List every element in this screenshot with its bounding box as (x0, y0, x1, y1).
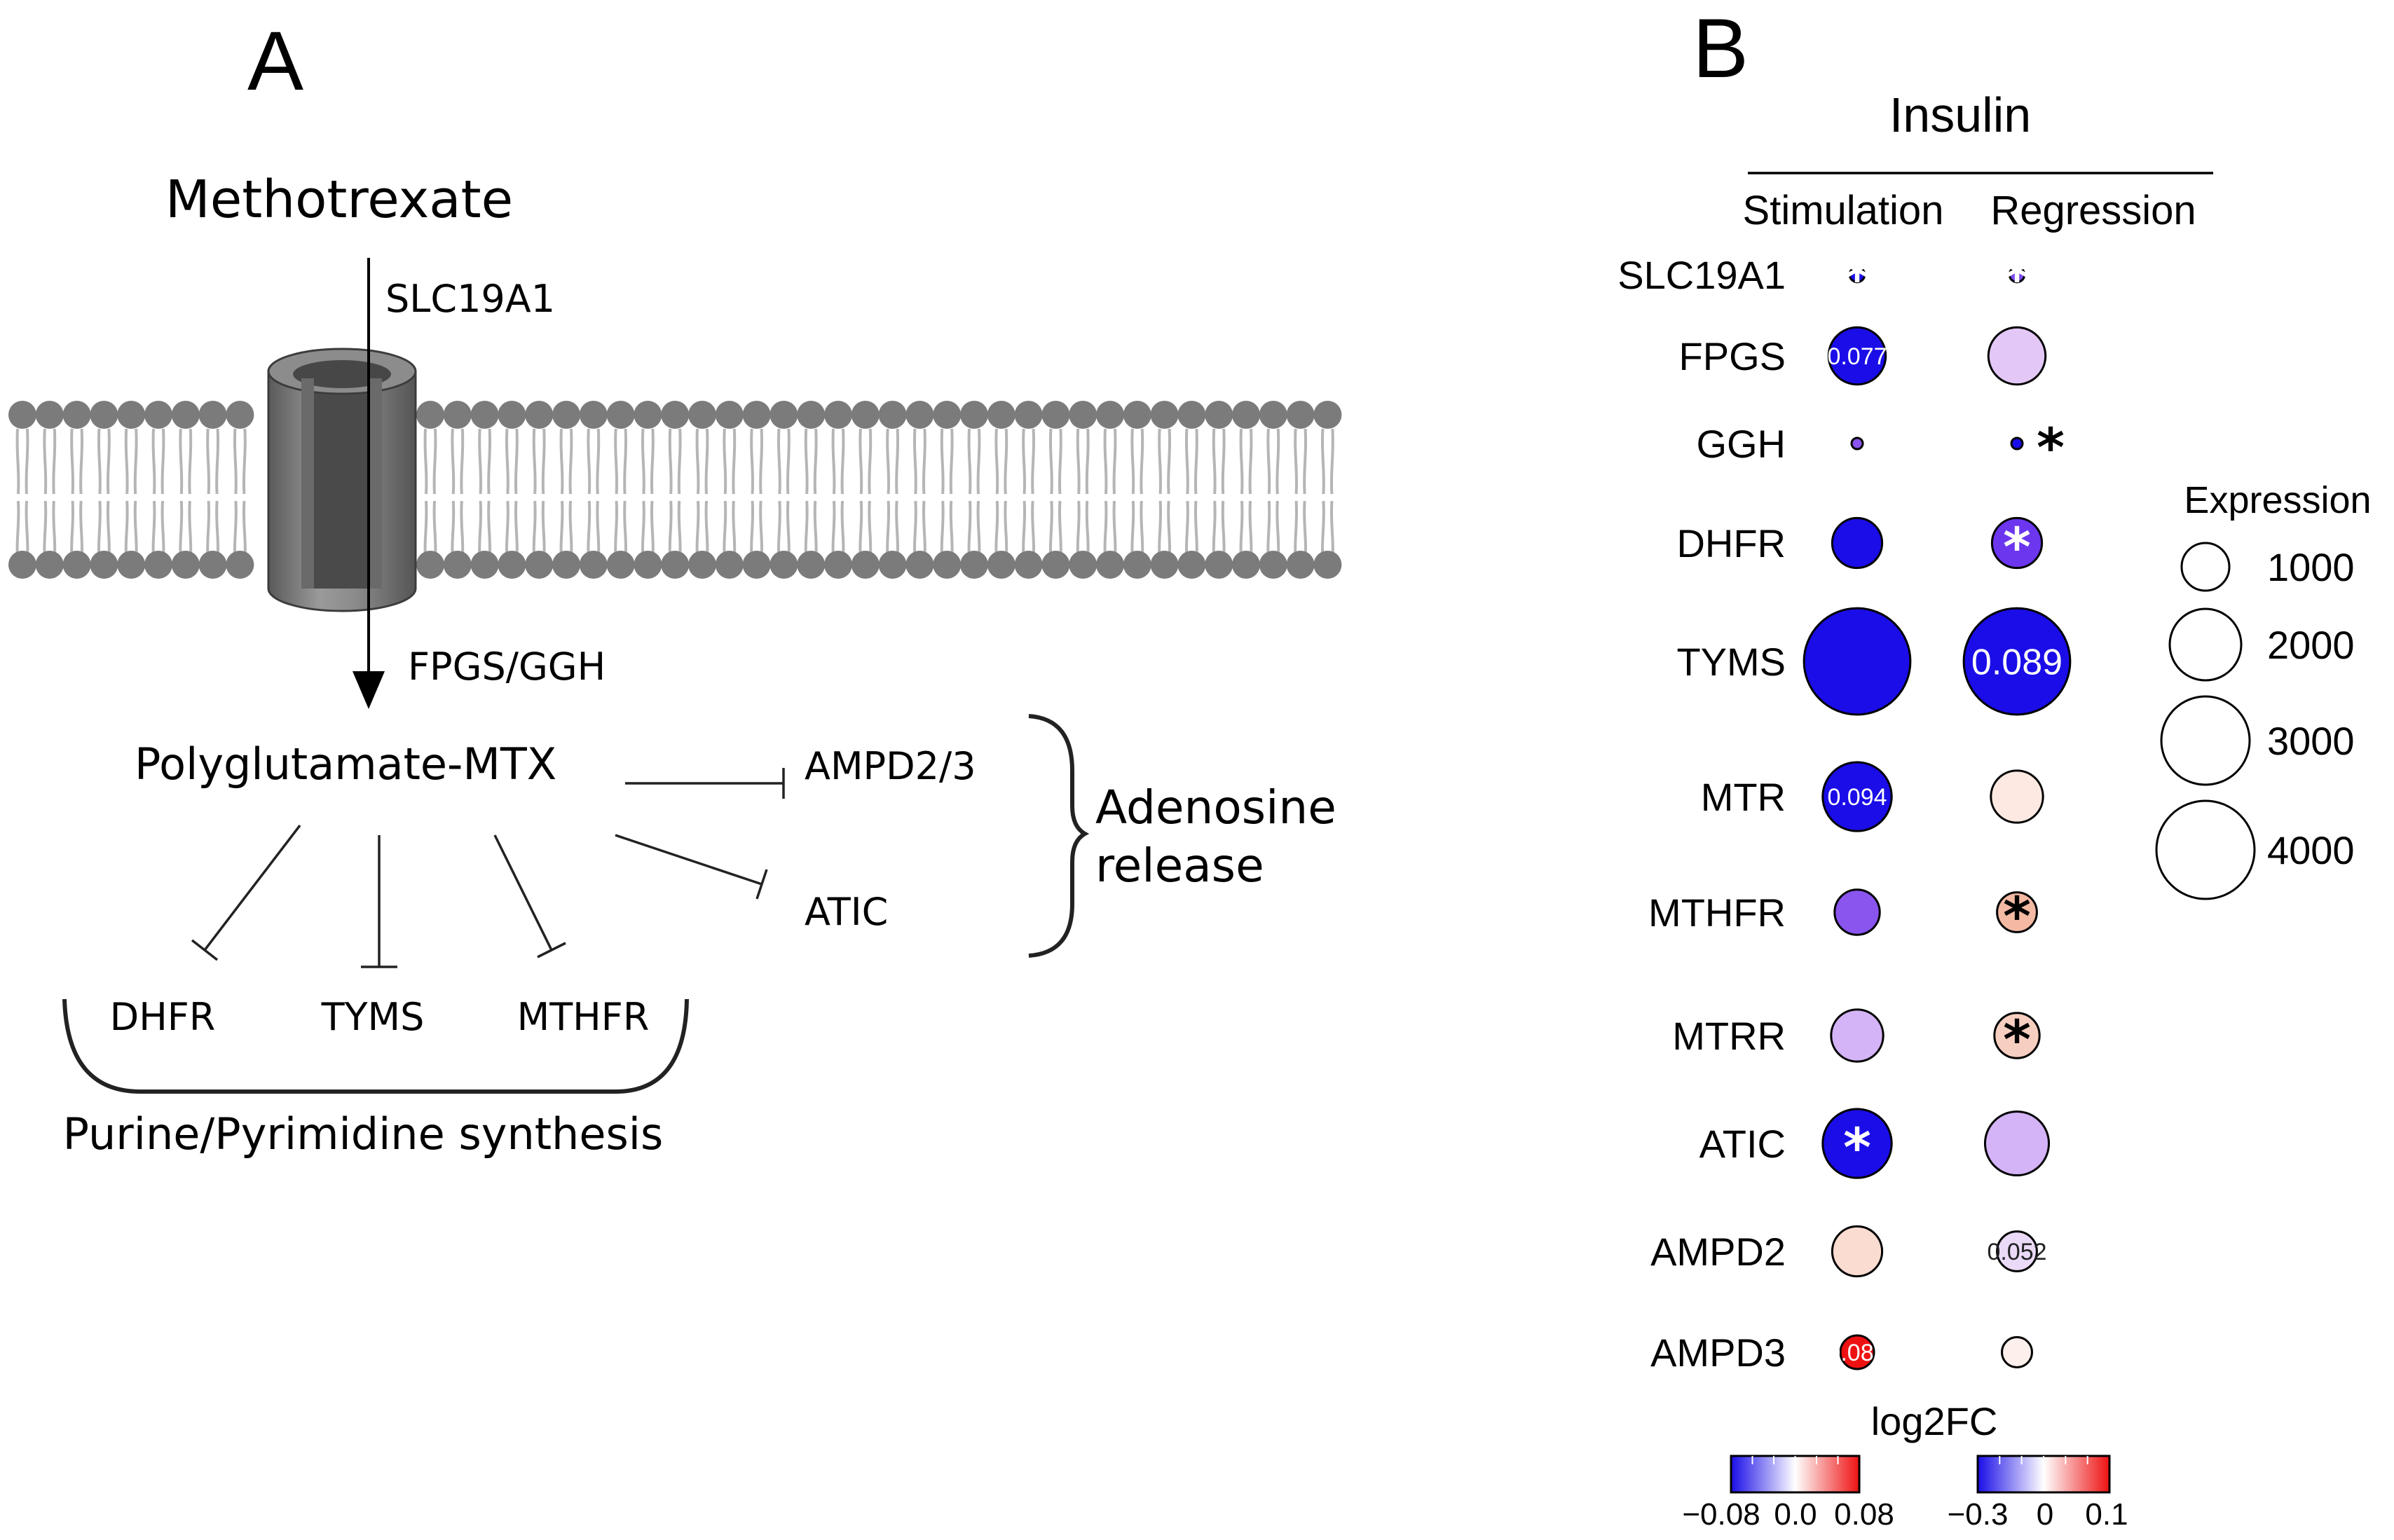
methotrexate-label: Methotrexate (165, 170, 513, 230)
gene-label-atic: ATIC (1699, 1122, 1786, 1166)
size-legend-circle (2180, 542, 2231, 592)
dot-atic-stim (1821, 1108, 1893, 1179)
size-legend-label: 4000 (2267, 828, 2355, 872)
significance-star-ggh-reg: * (2037, 416, 2065, 479)
adenosine-bracket (1028, 714, 1090, 958)
size-legend-label: 1000 (2267, 545, 2355, 589)
dot-tyms-stim (1803, 607, 1912, 716)
dot-ggh-reg (2010, 436, 2024, 451)
size-legend-label: 2000 (2267, 623, 2355, 667)
gene-label-mtrr: MTRR (1672, 1014, 1786, 1058)
dot-mtr-reg (1990, 769, 2044, 824)
reg-tick-mid: 0 (2037, 1497, 2053, 1532)
size-legend: 1000 2000 3000 4000 (2155, 542, 2355, 900)
synthesis-bracket (62, 998, 689, 1094)
dot-dhfr-stim (1831, 516, 1884, 570)
panel-b: B Insulin Stimulation Regression SLC19A1… (1617, 1, 2371, 1532)
dot-ampd3-stim (1839, 1334, 1875, 1370)
column-regression: Regression (1990, 188, 2196, 233)
reg-tick-high: 0.1 (2085, 1497, 2128, 1532)
dot-ampd2-stim (1831, 1225, 1884, 1278)
inhibition-lines (191, 768, 785, 968)
dot-tyms-reg (1962, 607, 2072, 716)
dot-dhfr-reg (1990, 516, 2044, 570)
gene-label-dhfr: DHFR (1676, 521, 1786, 565)
dot-ampd3-reg (2001, 1336, 2033, 1368)
panel-b-label: B (1692, 1, 1749, 95)
gene-label-tyms: TYMS (1676, 640, 1786, 684)
dot-mtrr-reg (1993, 1012, 2041, 1059)
colorbar-ticks (1751, 1456, 2088, 1464)
column-stimulation: Stimulation (1743, 188, 1944, 233)
significance-star-mtrr-reg: * (2003, 1008, 2031, 1071)
size-legend-label: 3000 (2267, 719, 2355, 763)
pvalue-tyms-reg: 0.089 (1971, 642, 2063, 683)
pvalue-ampd3-stim: 0.085 (1827, 1340, 1887, 1366)
gene-label-slc19a1: SLC19A1 (1617, 253, 1786, 297)
dot-atic-reg (1983, 1110, 2051, 1177)
stim-tick-mid: 0.0 (1774, 1497, 1817, 1532)
size-legend-circle (2155, 799, 2256, 900)
significance-star-slc19a1-reg: * (2003, 247, 2031, 310)
enzymes-label: FPGS/GGH (408, 645, 606, 689)
adenosine-label: Adenosine (1095, 781, 1336, 834)
dot-ampd2-reg (1996, 1230, 2038, 1272)
pvalue-mtr-stim: 0.094 (1827, 784, 1887, 811)
significance-star-mthfr-reg: * (2003, 885, 2031, 947)
gene-label-ggh: GGH (1696, 422, 1786, 466)
target-dhfr: DHFR (110, 995, 216, 1039)
panel-a: A Methotrexate SLC19A1 FPGS/GGH Polyglut… (8, 14, 1342, 1160)
dot-ggh-stim (1850, 436, 1864, 451)
slc19a1-channel-icon (267, 348, 417, 612)
release-label: release (1095, 839, 1264, 893)
stim-tick-high: 0.08 (1834, 1497, 1894, 1532)
stim-tick-low: −0.08 (1682, 1497, 1760, 1532)
significance-star-atic-stim: * (1843, 1116, 1871, 1178)
dot-mthfr-reg (1996, 891, 2038, 933)
reg-tick-low: −0.3 (1948, 1497, 2009, 1532)
transporter-label: SLC19A1 (385, 277, 555, 321)
gene-label-mtr: MTR (1701, 775, 1786, 819)
panel-a-label: A (247, 14, 303, 108)
dot-mtr-stim (1821, 761, 1893, 832)
arrow-head-icon (353, 671, 385, 709)
cell-membrane (8, 401, 1342, 579)
size-legend-circle (2168, 607, 2243, 682)
synthesis-label: Purine/Pyrimidine synthesis (63, 1108, 664, 1160)
color-legend-title: log2FC (1871, 1399, 1998, 1443)
dot-slc19a1-stim (1848, 266, 1866, 284)
dot-fpgs-stim (1827, 326, 1887, 386)
gene-label-ampd2: AMPD2 (1650, 1230, 1786, 1274)
target-mthfr: MTHFR (517, 995, 650, 1039)
dot-mthfr-stim (1833, 888, 1881, 936)
group-title: Insulin (1889, 88, 2031, 142)
target-atic: ATIC (805, 890, 888, 934)
significance-star-dhfr-reg: * (2003, 516, 2031, 578)
dot-slc19a1-reg (2008, 266, 2026, 284)
pvalue-fpgs-stim: 0.077 (1827, 343, 1887, 370)
target-tyms: TYMS (321, 995, 425, 1039)
polyglutamate-mtx-label: Polyglutamate-MTX (135, 738, 556, 790)
significance-star-slc19a1-stim: * (1843, 247, 1871, 310)
gene-label-mthfr: MTHFR (1648, 891, 1786, 935)
target-ampd: AMPD2/3 (805, 744, 976, 788)
dot-mtrr-stim (1830, 1008, 1885, 1063)
size-legend-circle (2160, 695, 2251, 786)
size-legend-title: Expression (2184, 479, 2371, 521)
pvalue-ampd2-reg: 0.052 (1987, 1239, 2046, 1265)
gene-label-ampd3: AMPD3 (1650, 1331, 1786, 1375)
dot-fpgs-reg (1987, 326, 2047, 386)
gene-label-fpgs: FPGS (1679, 334, 1786, 378)
